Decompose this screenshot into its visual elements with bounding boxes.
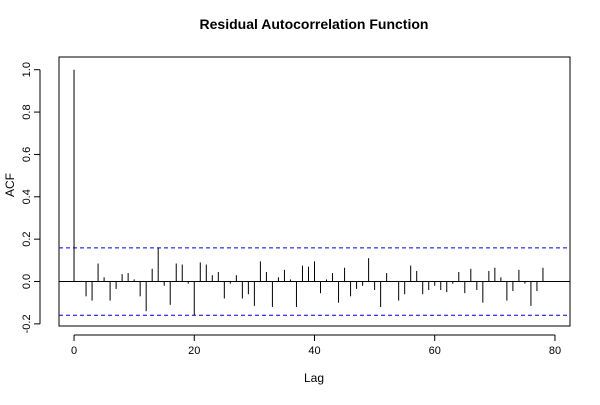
chart-title: Residual Autocorrelation Function (200, 16, 429, 32)
x-tick-label: 80 (549, 345, 561, 357)
x-tick-label: 60 (429, 345, 441, 357)
x-axis: 0 20 40 60 80 (71, 334, 561, 357)
x-tick-label: 20 (188, 345, 200, 357)
x-tick-label: 40 (308, 345, 320, 357)
x-tick-label: 0 (71, 345, 77, 357)
y-tick-label: -0.2 (21, 314, 33, 333)
y-tick-label: 0.2 (21, 232, 33, 247)
acf-bars (73, 69, 544, 316)
y-axis-label: ACF (3, 173, 17, 197)
y-tick-label: 0.4 (21, 189, 33, 204)
plot-frame (58, 56, 571, 327)
y-axis: -0.2 0.0 0.2 0.4 0.6 0.8 1.0 (21, 62, 41, 333)
y-tick-label: 0.6 (21, 147, 33, 162)
y-tick-label: 0.8 (21, 104, 33, 119)
x-axis-label: Lag (304, 371, 324, 385)
y-tick-label: 0.0 (21, 274, 33, 289)
y-tick-label: 1.0 (21, 62, 33, 77)
